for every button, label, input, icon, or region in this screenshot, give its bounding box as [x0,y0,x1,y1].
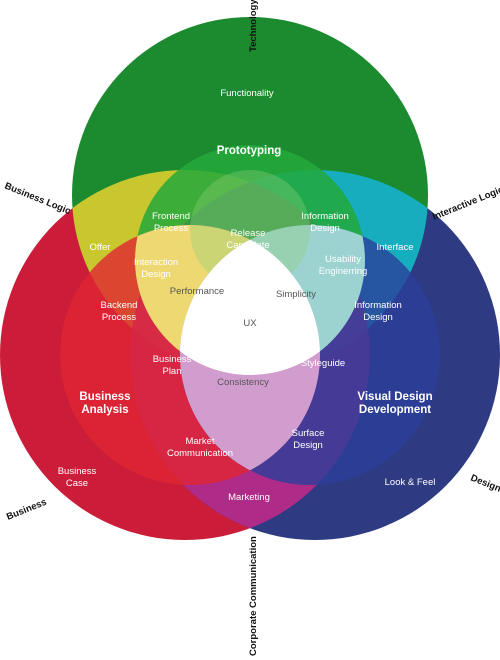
label-ux: UX [243,318,257,329]
label-business-plan-1: Business [153,354,192,365]
label-info-design-top-1: Information [301,211,349,222]
label-usability-1: Usability [325,254,361,265]
label-usability-2: Enginerring [319,266,368,277]
label-backend-2: Process [102,312,137,323]
label-surface-design-2: Design [293,440,323,451]
label-business-case-1: Business [58,466,97,477]
label-business-plan-2: Plan [162,366,181,377]
label-info-design-right-1: Information [354,300,402,311]
label-styleguide: Styleguide [301,358,345,369]
label-info-design-right-2: Design [363,312,393,323]
label-market-comm-1: Market [185,436,214,447]
label-visual-design-2: Development [359,404,431,416]
label-performance: Performance [170,286,224,297]
label-look-and-feel: Look & Feel [385,477,436,488]
label-consistency: Consistency [217,377,269,388]
label-backend-1: Backend [101,300,138,311]
label-market-comm-2: Communication [167,448,233,459]
label-business-case-2: Case [66,478,88,489]
label-interaction-2: Design [141,269,171,280]
axis-design: Design [469,473,500,495]
axis-corporate-communication: Corporate Communication [248,536,259,656]
label-functionality: Functionality [220,88,274,99]
axis-technology: Technology [248,0,259,52]
label-interaction-1: Interaction [134,257,178,268]
label-marketing: Marketing [228,492,270,503]
label-release-2: Candidate [226,240,269,251]
label-release-1: Release [231,228,266,239]
release-region [190,170,310,290]
label-interface: Interface [377,242,414,253]
axis-business: Business [5,497,48,523]
label-visual-design-1: Visual Design [357,391,432,403]
label-info-design-top-2: Design [310,223,340,234]
label-frontend-1: Frontend [152,211,190,222]
axis-interactive-logic: Interactive Logic [431,184,500,222]
label-business-analysis-1: Business [79,391,130,403]
label-prototyping: Prototyping [217,145,282,157]
label-business-analysis-2: Analysis [81,404,128,416]
label-offer: Offer [90,242,111,253]
axis-business-logic: Business Logic [3,181,72,218]
label-frontend-2: Process [154,223,189,234]
label-simplicity: Simplicity [276,289,316,300]
label-surface-design-1: Surface [292,428,325,439]
